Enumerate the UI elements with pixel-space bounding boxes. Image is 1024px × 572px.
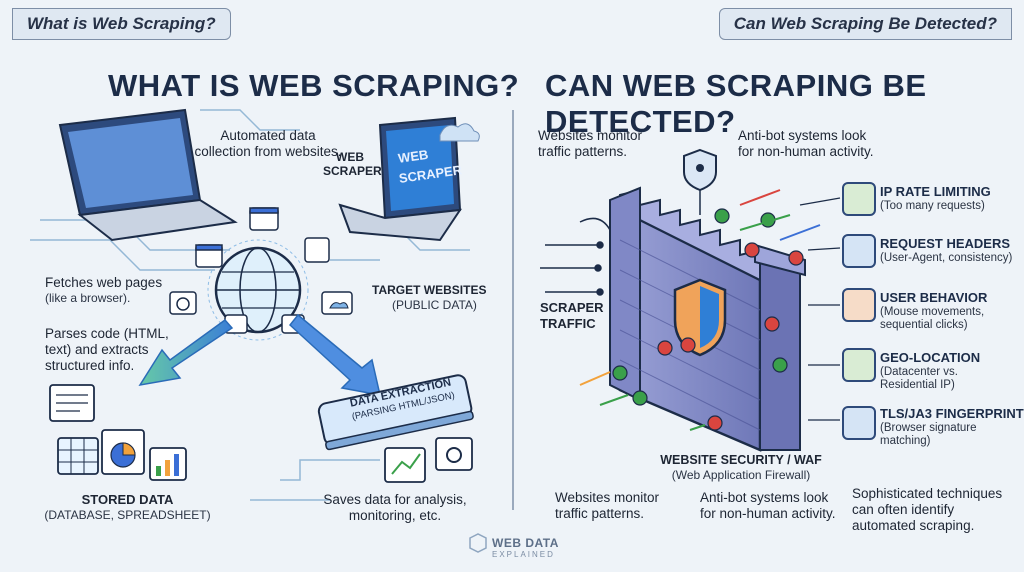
document-icon [842, 234, 876, 268]
firewall-wall-illustration [609, 186, 806, 452]
method-title: IP RATE LIMITING [880, 184, 991, 199]
footer-brand: WEB DATA EXPLAINED [492, 536, 559, 559]
laptop-icon [58, 108, 238, 242]
right-heading: CAN WEB SCRAPING BE DETECTED? [545, 68, 927, 139]
tab-can-scraping-be-detected[interactable]: Can Web Scraping Be Detected? [718, 8, 1012, 40]
screen-text-1: WEB [397, 147, 429, 166]
traffic-arrows [579, 189, 821, 431]
left-heading: WHAT IS WEB SCRAPING? [108, 68, 520, 103]
method-title: TLS/JA3 FINGERPRINT [880, 406, 1024, 421]
floating-window-icons [169, 207, 353, 334]
fetches-text: Fetches web pages(like a browser). [45, 275, 163, 305]
scraper-traffic-arrows [540, 217, 611, 296]
arrow-to-stored-data [138, 318, 234, 387]
footer-brand-line1: WEB DATA [492, 536, 559, 550]
method-subtitle: (Too many requests) [880, 200, 985, 212]
tab-what-is-web-scraping[interactable]: What is Web Scraping? [12, 8, 231, 40]
arrow-to-extraction [288, 313, 381, 396]
method-subtitle: (Datacenter vs.Residential IP) [880, 366, 958, 391]
waf-label: WEBSITE SECURITY / WAF(Web Application F… [660, 453, 822, 482]
user-icon [842, 288, 876, 322]
section-divider [512, 110, 514, 510]
stored-data-label: STORED DATA(DATABASE, SPREADSHEET) [44, 492, 211, 522]
method-subtitle: (Mouse movements,sequential clicks) [880, 306, 985, 331]
globe-icon [207, 239, 309, 341]
web-scraper-laptop-icon: WEB SCRAPER [338, 116, 480, 242]
data-extraction-box [317, 374, 474, 451]
saves-data-text: Saves data for analysis,monitoring, etc. [323, 492, 467, 523]
location-pin-icon [842, 348, 876, 382]
method-title: GEO-LOCATION [880, 350, 981, 365]
ip-icon [842, 182, 876, 216]
method-pointer-lines [799, 197, 841, 421]
small-shield-icon [683, 148, 717, 215]
method-title: USER BEHAVIOR [880, 290, 988, 305]
method-subtitle: (User-Agent, consistency) [880, 252, 1013, 264]
footer-brand-line2: EXPLAINED [492, 550, 555, 559]
fingerprint-icon [842, 406, 876, 440]
target-websites-label: TARGET WEBSITES(PUBLIC DATA) [372, 283, 487, 312]
output-icons [384, 437, 473, 483]
footer-logo-icon [469, 533, 487, 553]
method-title: REQUEST HEADERS [880, 236, 1011, 251]
stored-data-icons [49, 384, 187, 481]
